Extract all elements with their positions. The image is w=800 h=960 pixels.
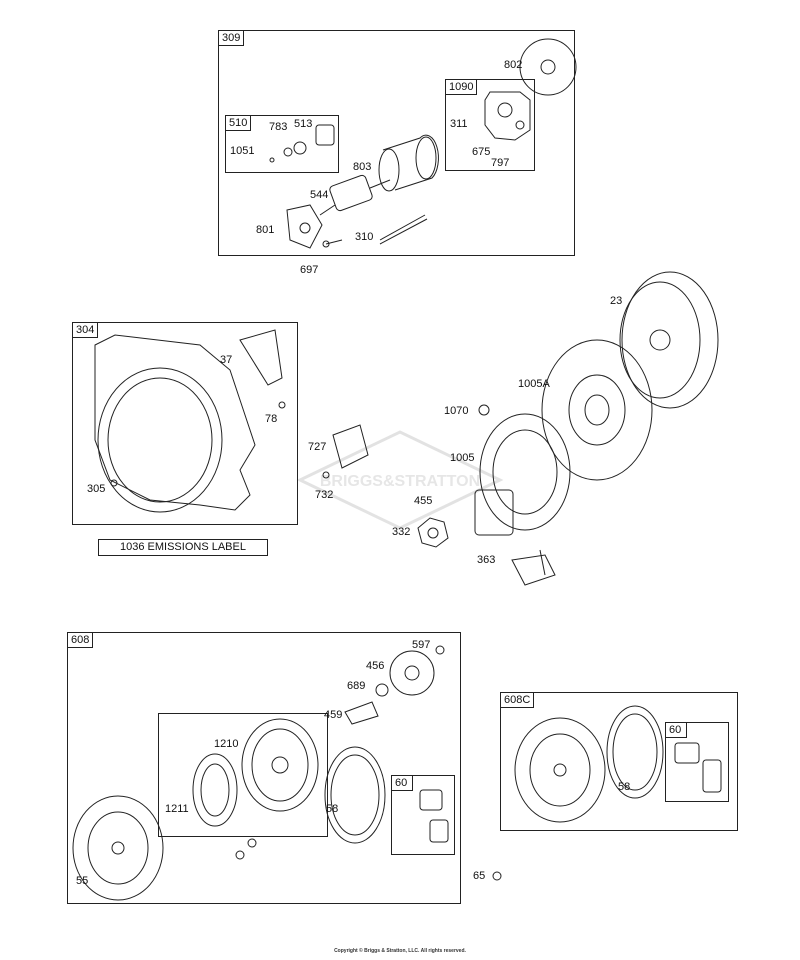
part-456: 456 bbox=[366, 660, 385, 672]
part-1210: 1210 bbox=[214, 738, 239, 750]
group-510-tag: 510 bbox=[225, 115, 252, 131]
group-608-inner-box bbox=[158, 713, 328, 837]
group-1090-tag: 1090 bbox=[445, 79, 478, 95]
part-1211: 1211 bbox=[165, 803, 189, 815]
part-783: 783 bbox=[269, 121, 288, 133]
blower-housing bbox=[94, 329, 286, 513]
watermark-logo: BRIGGS&STRATTON bbox=[296, 430, 504, 530]
part-1070: 1070 bbox=[444, 405, 469, 417]
part-1005a: 1005A bbox=[518, 378, 550, 390]
group-608-box: 608 bbox=[67, 632, 461, 904]
part-305: 305 bbox=[87, 483, 106, 495]
flywheel-assembly bbox=[322, 271, 719, 586]
part-1005: 1005 bbox=[450, 452, 475, 464]
group-608-tag: 608 bbox=[67, 632, 94, 648]
group-60-tag-b: 60 bbox=[665, 722, 687, 738]
part-802: 802 bbox=[504, 59, 523, 71]
part-1051: 1051 bbox=[230, 145, 255, 157]
part-310: 310 bbox=[355, 231, 374, 243]
part-311: 311 bbox=[450, 118, 468, 130]
part-727: 727 bbox=[308, 441, 327, 453]
part-363: 363 bbox=[477, 554, 496, 566]
part-55: 55 bbox=[76, 875, 89, 887]
copyright-notice: Copyright © Briggs & Stratton, LLC. All … bbox=[334, 948, 466, 954]
part-544: 544 bbox=[310, 189, 329, 201]
emissions-label-box: 1036 EMISSIONS LABEL bbox=[98, 539, 268, 556]
group-60-box-a: 60 bbox=[391, 775, 455, 855]
group-60-tag-a: 60 bbox=[391, 775, 413, 791]
part-675: 675 bbox=[472, 146, 491, 158]
part-332: 332 bbox=[392, 526, 411, 538]
part-797: 797 bbox=[491, 157, 510, 169]
part-732: 732 bbox=[315, 489, 334, 501]
part-23: 23 bbox=[610, 295, 623, 307]
part-58-a: 58 bbox=[326, 803, 339, 815]
group-608c-box: 608C bbox=[500, 692, 738, 831]
part-597: 597 bbox=[412, 639, 431, 651]
rewind-starter-608c-parts bbox=[514, 705, 722, 823]
part-801: 801 bbox=[256, 224, 275, 236]
group-304-tag: 304 bbox=[72, 322, 99, 338]
part-697: 697 bbox=[300, 264, 319, 276]
group-309-tag: 309 bbox=[218, 30, 245, 46]
starter-motor-parts bbox=[269, 38, 577, 249]
rewind-starter-parts bbox=[72, 645, 502, 901]
part-689: 689 bbox=[347, 680, 366, 692]
svg-text:BRIGGS&STRATTON: BRIGGS&STRATTON bbox=[320, 473, 480, 490]
part-65: 65 bbox=[473, 870, 486, 882]
group-608c-tag: 608C bbox=[500, 692, 535, 708]
group-510-box: 510 bbox=[225, 115, 339, 173]
part-78: 78 bbox=[265, 413, 278, 425]
group-60-box-b: 60 bbox=[665, 722, 729, 802]
part-459: 459 bbox=[324, 709, 343, 721]
group-1090-box: 1090 bbox=[445, 79, 535, 171]
part-803: 803 bbox=[353, 161, 372, 173]
part-58-b: 58 bbox=[618, 781, 631, 793]
group-304-box: 304 bbox=[72, 322, 298, 525]
group-309-box: 309 bbox=[218, 30, 575, 256]
part-455: 455 bbox=[414, 495, 433, 507]
part-37: 37 bbox=[220, 354, 233, 366]
part-513: 513 bbox=[294, 118, 313, 130]
